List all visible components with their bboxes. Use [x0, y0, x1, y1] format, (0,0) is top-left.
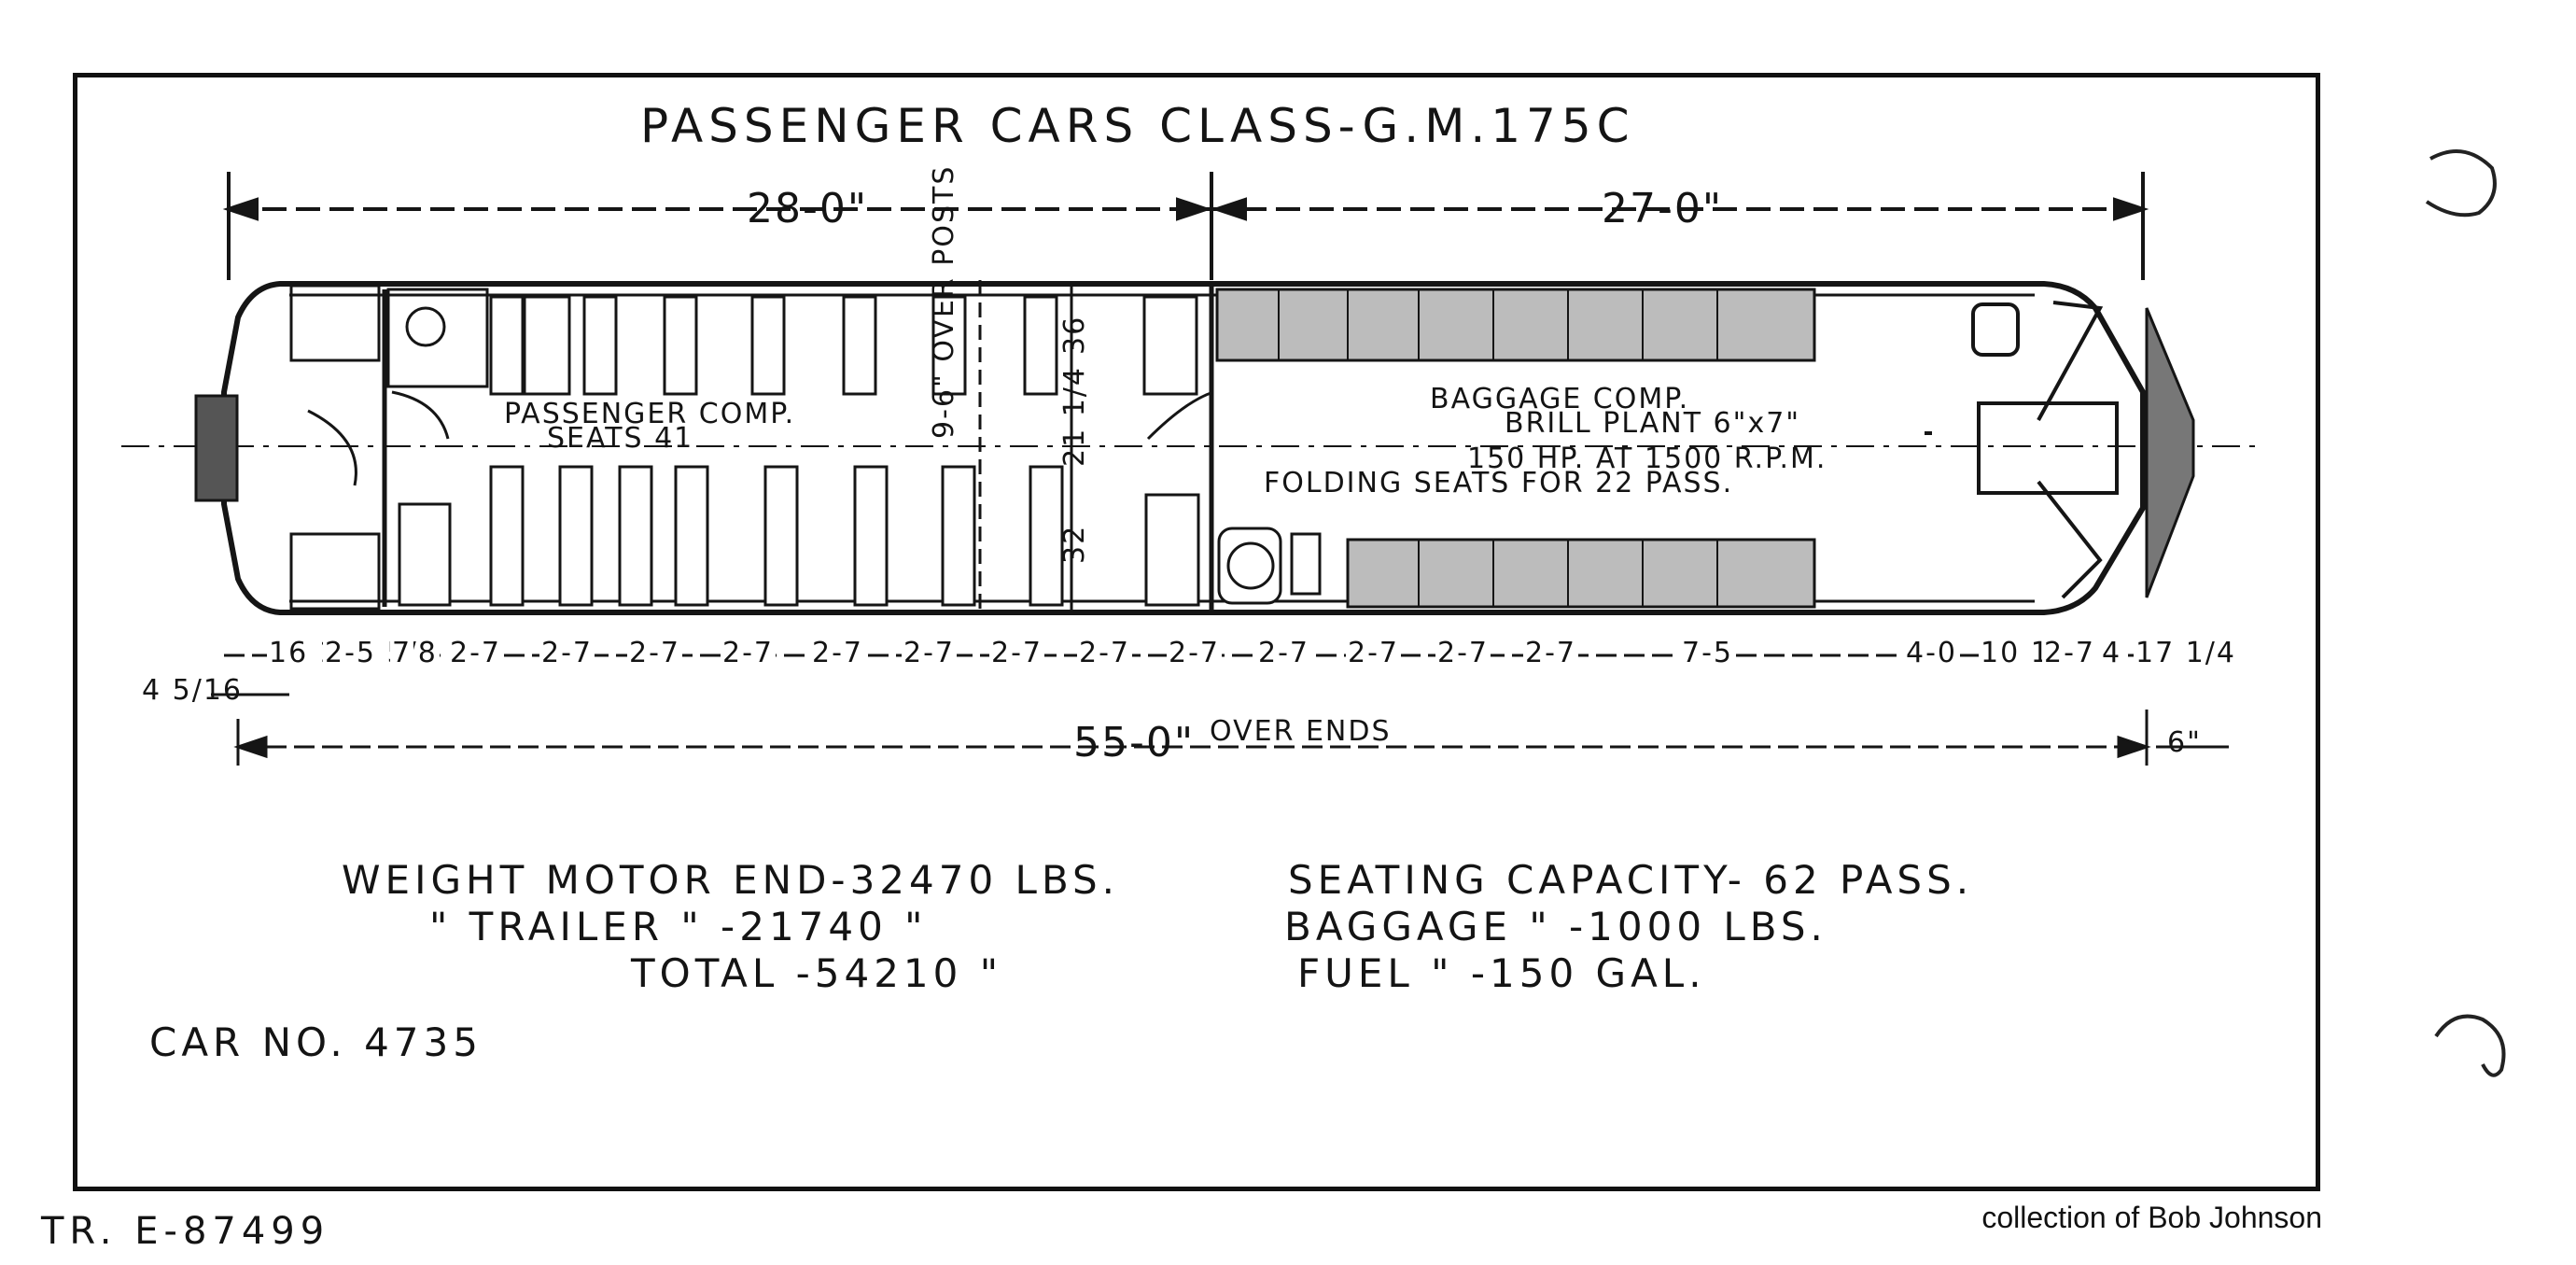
- bottom-dimension-label: 2-7: [448, 637, 503, 669]
- dim-left-offset: 4 5/16: [142, 674, 243, 707]
- bottom-dimension-label: 2-7: [721, 637, 776, 669]
- bottom-dimension-label: 2-7: [1167, 637, 1222, 669]
- bottom-dimension-label: 2-7: [1523, 637, 1578, 669]
- dim-baggage-length: 27-0": [1602, 185, 1724, 232]
- passenger-seats-label: SEATS 41: [547, 422, 694, 455]
- baggage-comp-label: BAGGAGE COMP.: [1430, 383, 1690, 415]
- bottom-dimension-label: 2-7: [1077, 637, 1132, 669]
- dim-overall: 55-0": [1073, 719, 1196, 766]
- seat-row-lower: [398, 465, 1200, 607]
- bottom-dimension-label: 2-5 5/8: [323, 637, 440, 669]
- passenger-comp-label: PASSENGER COMP.: [504, 398, 796, 430]
- collection-credit: collection of Bob Johnson: [1981, 1201, 2322, 1234]
- seating-capacity-spec: SEATING CAPACITY- 62 PASS.: [1288, 857, 1974, 903]
- bottom-dimension-label: 2-7: [539, 637, 595, 669]
- weight-trailer-spec: " TRAILER " -21740 ": [429, 904, 928, 949]
- dim-overall-note: OVER ENDS: [1210, 715, 1392, 748]
- page-title: PASSENGER CARS CLASS-G.M.175C: [640, 99, 1635, 153]
- bottom-dimension-label: 2-7: [2042, 637, 2097, 669]
- folding-seats-label: FOLDING SEATS FOR 22 PASS.: [1264, 467, 1734, 499]
- tracing-number: TR. E-87499: [41, 1210, 330, 1253]
- bottom-dimension-label: 2-7: [1346, 637, 1401, 669]
- dim-end-offset: 6": [2167, 726, 2202, 759]
- bottom-dimension-label: 4-0: [1904, 637, 1959, 669]
- bottom-dimension-label: 2-7: [1435, 637, 1491, 669]
- drawing-frame: [73, 73, 2320, 1191]
- bottom-dimension-label: 2-7: [627, 637, 682, 669]
- weight-motor-spec: WEIGHT MOTOR END-32470 LBS.: [342, 857, 1120, 903]
- bottom-dimension-label: 2-7: [810, 637, 865, 669]
- dim-passenger-length: 28-0": [747, 185, 869, 232]
- bottom-dimension-label: 2-7: [989, 637, 1044, 669]
- bottom-dimension-label: 17 1/4: [2134, 637, 2238, 669]
- brill-plant-label: BRILL PLANT 6"x7": [1505, 407, 1801, 440]
- weight-total-spec: TOTAL -54210 ": [631, 950, 1003, 996]
- fuel-spec: FUEL " -150 GAL.: [1297, 950, 1706, 996]
- folding-seats: [1215, 288, 1816, 609]
- bottom-dimension-label: 4: [2100, 637, 2124, 669]
- baggage-spec: BAGGAGE " -1000 LBS.: [1284, 904, 1827, 949]
- bottom-dimension-label: 7: [390, 637, 414, 669]
- bottom-dimension-label: 7-5: [1680, 637, 1735, 669]
- seat-row-upper: [489, 295, 1198, 396]
- engine-plant: [1925, 301, 2119, 599]
- bottom-dimension-label: 2-7: [902, 637, 957, 669]
- hp-label: 150 HP. AT 1500 R.P.M.: [1467, 443, 1827, 475]
- bottom-dimension-label: 2-7: [1256, 637, 1311, 669]
- car-number: CAR NO. 4735: [149, 1019, 483, 1065]
